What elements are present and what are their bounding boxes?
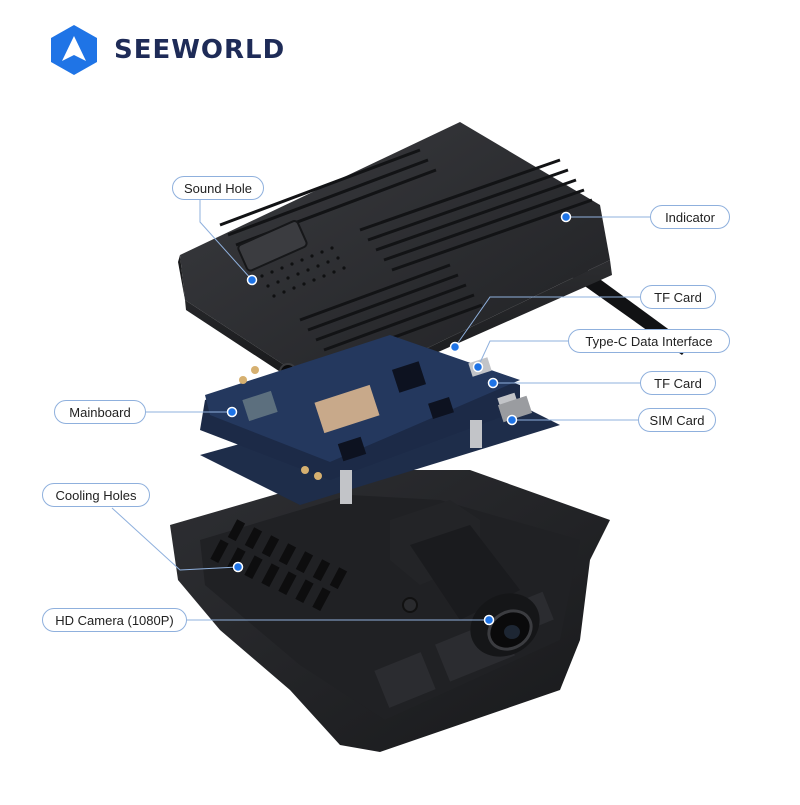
callout-cooling-holes: Cooling Holes	[42, 483, 150, 507]
brand-header: SEEWORLD	[48, 22, 285, 78]
callout-tf-card-top: TF Card	[640, 285, 716, 309]
pcb-stack	[200, 335, 560, 505]
cooling-fins	[219, 148, 593, 362]
callout-type-c-interface: Type-C Data Interface	[568, 329, 730, 353]
bottom-housing	[170, 470, 610, 752]
callout-hd-camera: HD Camera (1080P)	[42, 608, 187, 632]
brand-name: SEEWORLD	[114, 35, 286, 65]
speaker-grille	[260, 246, 346, 298]
sim-slot	[497, 395, 533, 423]
callout-sim-card: SIM Card	[638, 408, 716, 432]
top-cover	[178, 122, 612, 400]
triangle-arrow-logo-icon	[51, 25, 97, 75]
callout-indicator: Indicator	[650, 205, 730, 229]
cooling-holes-grid	[210, 519, 348, 612]
callout-tf-card-bottom: TF Card	[640, 371, 716, 395]
callout-dots	[226, 211, 572, 626]
camera-module	[390, 500, 540, 657]
shield-chip	[314, 384, 380, 434]
top-button	[237, 220, 308, 272]
callout-leader-lines	[111, 200, 650, 621]
callout-mainboard: Mainboard	[54, 400, 146, 424]
callout-sound-hole: Sound Hole	[172, 176, 264, 200]
